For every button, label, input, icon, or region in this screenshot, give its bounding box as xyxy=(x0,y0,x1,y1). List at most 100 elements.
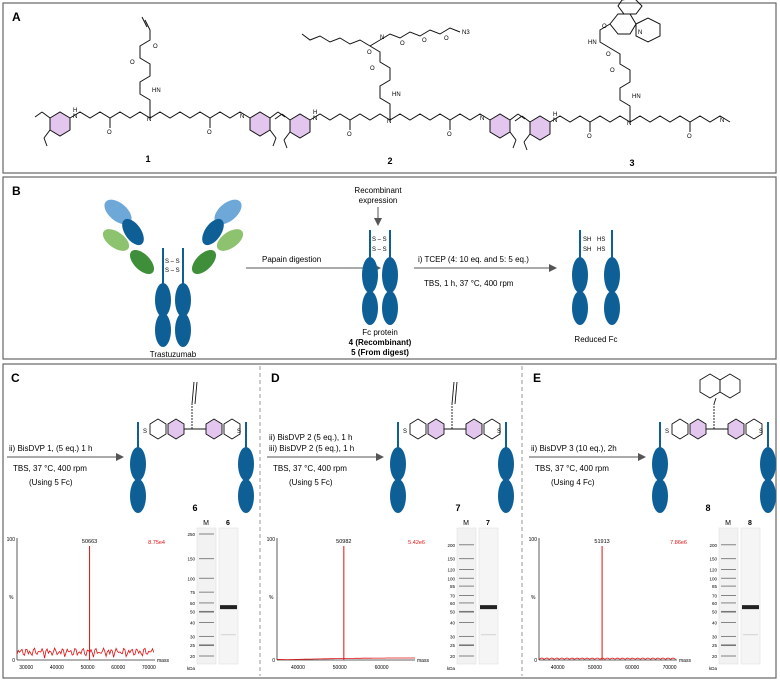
gel-ladder-label: 100 xyxy=(447,576,455,581)
spectrum-y-unit: % xyxy=(269,595,274,601)
spectrum-baseline xyxy=(16,646,155,659)
gel-product-band xyxy=(480,605,497,610)
spectrum-x-tick: 60000 xyxy=(375,665,389,671)
svg-text:SH: SH xyxy=(583,247,591,253)
gel-ladder-label: 40 xyxy=(450,621,456,626)
papain-label: Papain digestion xyxy=(262,255,321,264)
svg-text:S – S: S – S xyxy=(372,237,387,243)
spectrum-y-unit: % xyxy=(9,595,14,601)
spectrum-x-tick: 50000 xyxy=(333,665,347,671)
alkyne-bond xyxy=(454,381,458,405)
sds-gel xyxy=(196,527,239,665)
svg-text:S – S: S – S xyxy=(372,247,387,253)
fc-domain xyxy=(130,479,146,513)
gel-ladder-label: 150 xyxy=(709,557,717,562)
reaction-using: (Using 5 Fc) xyxy=(289,478,333,487)
mass-spectrum xyxy=(16,538,155,661)
gel-ladder-label: 60 xyxy=(450,601,456,606)
expression-line2: expression xyxy=(359,196,398,205)
spectrum-baseline xyxy=(538,657,676,660)
gel-ladder-label: 50 xyxy=(190,610,196,615)
svg-text:N: N xyxy=(147,117,151,123)
spectrum-y-max: 100 xyxy=(529,537,538,543)
sulfur-atom: S xyxy=(497,429,501,435)
svg-text:N: N xyxy=(627,121,631,127)
spectrum-y-max: 100 xyxy=(267,537,276,543)
compound-2-atoms: H N O N O N HN O O N O O O N3 xyxy=(313,30,484,138)
gel-ladder-label: 20 xyxy=(450,654,456,659)
svg-text:O: O xyxy=(606,52,611,58)
svg-text:N3: N3 xyxy=(462,30,470,36)
gel-ladder-label: 85 xyxy=(712,584,718,589)
svg-text:HS: HS xyxy=(597,247,605,253)
gel-ladder-label: 30 xyxy=(712,634,718,639)
alkyne-bond xyxy=(451,381,455,405)
spectrum-x-tick: 50000 xyxy=(588,665,602,671)
gel-ladder-label: 150 xyxy=(187,557,195,562)
fc-domain xyxy=(760,447,776,481)
compound-3-atoms: H N O N O N HN O O HN O N xyxy=(553,24,724,140)
gel-ladder-label: 150 xyxy=(447,557,455,562)
svg-text:N: N xyxy=(638,30,642,36)
bridge-ring xyxy=(689,418,707,440)
svg-text:N: N xyxy=(387,119,391,125)
reaction-using: (Using 5 Fc) xyxy=(29,478,73,487)
bridge-ring xyxy=(727,418,745,440)
mass-spectrum xyxy=(276,538,415,661)
sulfur-atom: S xyxy=(665,429,669,435)
dbco-ring xyxy=(719,373,741,399)
fc-domain xyxy=(390,447,406,481)
gel-ladder-label: 25 xyxy=(450,643,456,648)
bridge-ring xyxy=(167,418,185,440)
spectrum-intensity: 7.86e6 xyxy=(670,540,687,546)
bridge-ring xyxy=(149,418,167,440)
svg-text:HN: HN xyxy=(152,88,161,94)
gel-lane-label-marker: M xyxy=(725,520,731,527)
gel-lane-sample xyxy=(218,527,239,665)
spectrum-y-unit: % xyxy=(531,595,536,601)
gel-ladder-label: 50 xyxy=(712,610,718,615)
spectrum-x-tick: 50000 xyxy=(81,665,95,671)
sulfur-atom: S xyxy=(237,429,241,435)
bridge-ring xyxy=(205,418,223,440)
fc-domain xyxy=(760,479,776,513)
fc-label-line3: 5 (From digest) xyxy=(351,348,409,357)
reduced-fc: SH SH HS HS xyxy=(572,230,620,325)
compound-2-number: 2 xyxy=(387,156,392,166)
gel-ladder-label: 20 xyxy=(190,654,196,659)
tcep-step: i) TCEP (4: 10 eq. and 5: 5 eq.) xyxy=(418,255,529,264)
gel-ladder-label: 70 xyxy=(450,593,456,598)
gel-ladder-label: 200 xyxy=(709,543,717,548)
panels-cde-frame xyxy=(2,363,777,679)
dbco-ring-b xyxy=(635,17,661,43)
gel-ladder-label: 120 xyxy=(447,567,455,572)
gel-lane-label-sample: 6 xyxy=(226,520,230,527)
gel-ladder-label: 40 xyxy=(712,621,718,626)
gel-ladder-label: 100 xyxy=(709,576,717,581)
fc-domain xyxy=(652,479,668,513)
gel-lane-label-marker: M xyxy=(203,520,209,527)
spectrum-peak-label: 51913 xyxy=(594,539,609,545)
gel-ladder-label: 60 xyxy=(190,601,196,606)
svg-text:O: O xyxy=(153,44,158,50)
gel-ladder-label: 120 xyxy=(709,567,717,572)
gel-lane-marker xyxy=(456,527,477,665)
bridge-ring xyxy=(409,418,427,440)
reaction-using: (Using 4 Fc) xyxy=(551,478,595,487)
fc-domain xyxy=(498,447,514,481)
gel-kda-label: kDa xyxy=(447,666,455,671)
spectrum-y-max: 100 xyxy=(7,537,16,543)
gel-ladder-label: 70 xyxy=(712,593,718,598)
panel-c-label: C xyxy=(11,371,20,385)
dbco-ring xyxy=(699,373,721,399)
gel-lane-sample xyxy=(478,527,499,665)
gel-ladder-label: 50 xyxy=(450,610,456,615)
gel-lane-label-sample: 7 xyxy=(486,520,490,527)
svg-text:O: O xyxy=(130,60,135,66)
svg-text:O: O xyxy=(610,68,615,74)
fc-protein: S – S S – S xyxy=(362,230,398,325)
svg-text:N: N xyxy=(240,114,244,120)
gel-ladder-label: 40 xyxy=(190,621,196,626)
bridge-ring xyxy=(483,418,501,440)
gel-ladder-label: 85 xyxy=(450,584,456,589)
